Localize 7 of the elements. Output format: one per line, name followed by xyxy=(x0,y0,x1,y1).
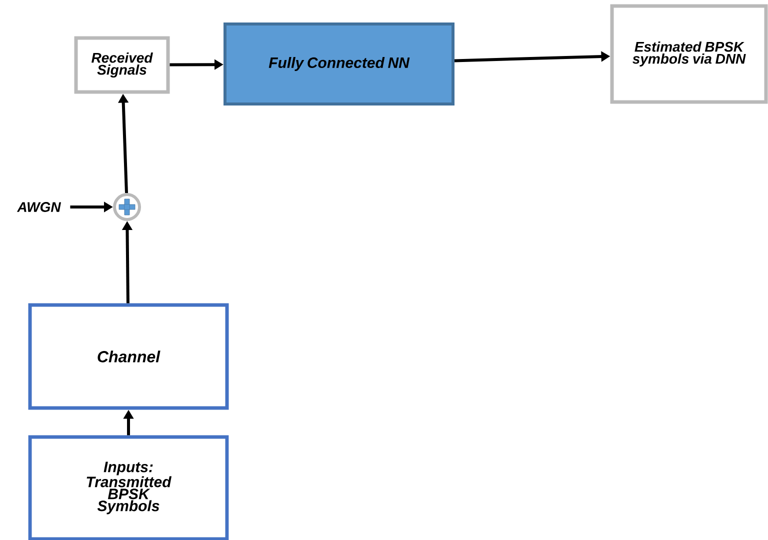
output-box: Estimated BPSK symbols via DNN xyxy=(610,4,768,104)
channel-box: Channel xyxy=(28,303,229,410)
signal-box: Received Signals xyxy=(74,36,170,94)
input-label: AWGN xyxy=(16,202,62,212)
input-box: Inputs: Transmitted BPSK Symbols xyxy=(28,435,229,540)
adder-circle xyxy=(113,193,141,221)
process-box: Fully Connected NN xyxy=(224,22,454,106)
